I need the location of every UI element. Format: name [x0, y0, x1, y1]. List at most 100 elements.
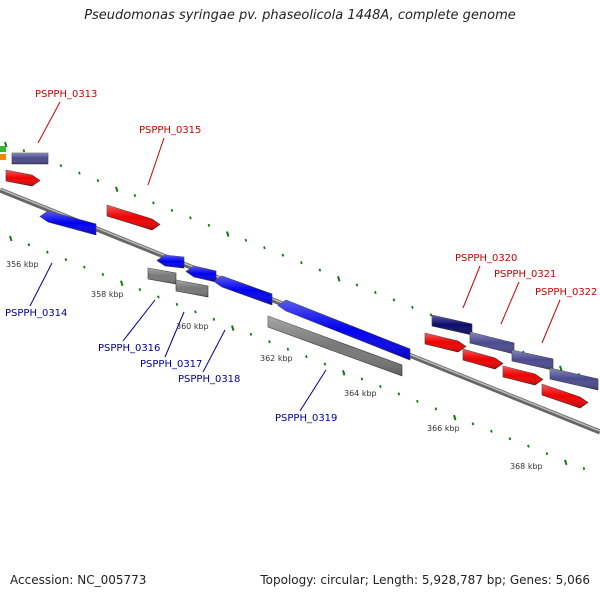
- inner-tick: [194, 310, 197, 314]
- outer-tick: [318, 268, 322, 272]
- gene-feature[interactable]: [277, 299, 411, 361]
- inner-tick: [83, 265, 86, 269]
- inner-tick: [453, 414, 457, 421]
- gene-feature[interactable]: [511, 349, 554, 371]
- gene-shading: [40, 211, 96, 235]
- gene-feature[interactable]: [469, 331, 515, 355]
- gene-feature[interactable]: [431, 314, 473, 336]
- gene-shading: [432, 315, 472, 335]
- tick-label: 368 kbp: [510, 462, 543, 471]
- inner-tick: [249, 332, 253, 336]
- gene-shading: [470, 332, 514, 354]
- gene-label[interactable]: PSPPH_0316: [98, 343, 160, 354]
- leader-line: [541, 299, 561, 344]
- outer-tick: [337, 276, 341, 282]
- gene-shading: [12, 153, 48, 164]
- inner-tick: [9, 235, 13, 242]
- inner-tick: [582, 467, 586, 471]
- leader-line: [147, 137, 165, 186]
- inner-tick: [27, 243, 31, 247]
- tick-label: 358 kbp: [91, 290, 124, 299]
- inner-tick: [360, 377, 364, 381]
- gene-feature[interactable]: [11, 152, 49, 165]
- gene-label[interactable]: PSPPH_0313: [35, 89, 97, 100]
- gene-label[interactable]: PSPPH_0314: [5, 308, 67, 319]
- gene-feature[interactable]: [267, 315, 403, 377]
- outer-tick: [59, 164, 63, 168]
- inner-tick: [508, 437, 512, 441]
- gene-shading: [425, 333, 466, 352]
- gene-label[interactable]: PSPPH_0321: [494, 269, 556, 280]
- outer-tick: [133, 193, 137, 198]
- inner-tick: [564, 459, 568, 466]
- gene-label[interactable]: PSPPH_0319: [275, 413, 337, 424]
- inner-tick: [101, 273, 105, 277]
- outer-tick: [300, 261, 303, 265]
- inner-tick: [397, 392, 401, 396]
- gene-label[interactable]: PSPPH_0320: [455, 253, 517, 264]
- gene-feature[interactable]: [175, 279, 209, 298]
- inner-tick: [379, 384, 382, 389]
- gene-feature[interactable]: [549, 367, 599, 391]
- inner-tick-marks: [9, 235, 586, 471]
- gene-feature[interactable]: [502, 365, 544, 386]
- gene-shading: [214, 276, 272, 305]
- gene-shading: [503, 366, 543, 385]
- gene-shading: [107, 205, 160, 230]
- gene-shading: [550, 368, 598, 390]
- gene-label[interactable]: PSPPH_0317: [140, 359, 202, 370]
- tick-label: 366 kbp: [427, 424, 460, 433]
- gene-label[interactable]: PSPPH_0315: [139, 125, 201, 136]
- inner-tick: [527, 444, 530, 448]
- inner-tick: [323, 362, 327, 366]
- gene-shading: [6, 170, 40, 186]
- label-leader-lines: [29, 101, 561, 412]
- gene-label[interactable]: PSPPH_0322: [535, 287, 597, 298]
- gene-feature[interactable]: [541, 383, 589, 409]
- inner-tick: [286, 347, 290, 351]
- outer-tick: [263, 246, 266, 250]
- gene-feature[interactable]: [106, 204, 161, 231]
- inner-tick: [490, 429, 493, 433]
- outer-tick: [411, 305, 414, 309]
- gene-feature[interactable]: [185, 265, 217, 283]
- gene-feature[interactable]: [147, 267, 177, 285]
- gene-feature[interactable]: [424, 332, 467, 353]
- tick-label: 364 kbp: [344, 389, 377, 398]
- tick-label: 362 kbp: [260, 354, 293, 363]
- inner-tick: [212, 317, 216, 321]
- gene-feature[interactable]: [5, 169, 41, 187]
- genome-summary-text: Topology: circular; Length: 5,928,787 bp…: [260, 573, 590, 587]
- outer-tick: [281, 253, 285, 257]
- inner-tick: [416, 399, 419, 403]
- inner-tick: [268, 340, 271, 344]
- leader-line: [500, 281, 520, 325]
- gene-shading: [176, 280, 208, 297]
- partial-gene-green: [0, 146, 6, 152]
- gene-shading: [512, 350, 553, 370]
- partial-gene-orange: [0, 154, 6, 160]
- inner-tick: [231, 325, 235, 331]
- tick-label: 356 kbp: [6, 260, 39, 269]
- inner-tick: [471, 422, 475, 426]
- inner-tick: [46, 250, 49, 254]
- gene-feature[interactable]: [462, 348, 504, 370]
- gene-feature[interactable]: [39, 210, 97, 236]
- gene-feature[interactable]: [213, 275, 273, 306]
- leader-line: [29, 262, 53, 307]
- gene-labels: PSPPH_0313PSPPH_0315PSPPH_0320PSPPH_0321…: [5, 89, 597, 424]
- inner-tick: [434, 407, 438, 411]
- outer-tick-marks: [4, 141, 581, 377]
- accession-text: Accession: NC_005773: [10, 573, 147, 587]
- outer-tick: [78, 171, 81, 175]
- gene-label[interactable]: PSPPH_0318: [178, 374, 240, 385]
- inner-tick: [545, 452, 549, 456]
- outer-tick: [115, 186, 119, 193]
- gene-shading: [157, 255, 184, 268]
- gene-shading: [463, 349, 503, 369]
- leader-line: [202, 329, 226, 373]
- gene-feature[interactable]: [156, 254, 185, 269]
